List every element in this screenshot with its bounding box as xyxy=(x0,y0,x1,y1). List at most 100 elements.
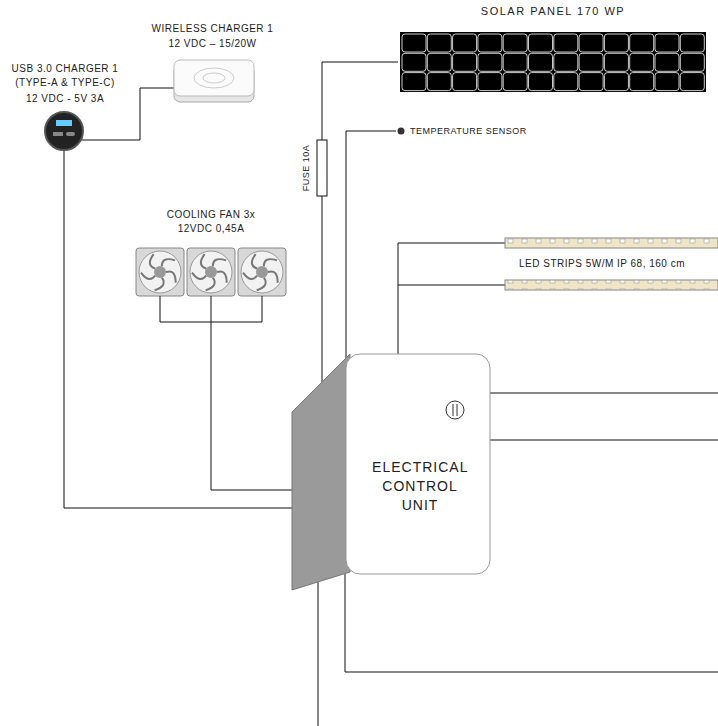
control-unit: ELECTRICAL CONTROL UNIT xyxy=(290,350,494,595)
solar-cell xyxy=(427,34,451,52)
node-label: SOLAR PANEL 170 WP xyxy=(398,4,708,18)
solar-cell xyxy=(478,53,502,71)
solar-panel-frame xyxy=(400,32,706,92)
solar-cell xyxy=(579,34,603,52)
fan-blade xyxy=(206,278,215,291)
usb-socket xyxy=(45,112,83,150)
wire-connector xyxy=(398,243,505,354)
solar-cell xyxy=(579,73,603,91)
wire-stub xyxy=(81,140,126,141)
fan-blade xyxy=(257,278,266,291)
solar-cell xyxy=(630,73,654,91)
fan-blade xyxy=(217,271,227,282)
wire-stub xyxy=(150,88,174,89)
fan-wire xyxy=(211,296,212,326)
fan-blade xyxy=(213,259,226,266)
charger-ring xyxy=(203,73,225,83)
node-label: ELECTRICAL CONTROL UNIT xyxy=(370,458,470,515)
solar-cell xyxy=(402,34,426,52)
fan-blade xyxy=(252,254,257,268)
solar-cell xyxy=(554,34,578,52)
solar-cell xyxy=(680,53,704,71)
fan-hub xyxy=(256,266,268,278)
fuse-label: FUSE 10A xyxy=(301,144,311,193)
sensor-dot xyxy=(398,128,405,135)
fan-blade xyxy=(155,278,164,291)
solar-cell xyxy=(680,34,704,52)
usb-charger: USB 3.0 CHARGER 1 (TYPE-A & TYPE-C) 12 VD… xyxy=(4,62,128,154)
output-wire xyxy=(318,582,319,726)
fuse-symbol xyxy=(317,140,327,196)
solar-cell xyxy=(503,34,527,52)
led-wire xyxy=(398,285,505,286)
solar-cell xyxy=(604,73,628,91)
fan-hub xyxy=(154,266,166,278)
temperature-sensor: TEMPERATURE SENSOR xyxy=(396,123,556,139)
solar-cell xyxy=(478,34,502,52)
fan-blade xyxy=(264,259,277,266)
solar-cell xyxy=(402,53,426,71)
output-wire xyxy=(490,440,718,441)
solar-cell xyxy=(453,73,477,91)
fan-blade xyxy=(162,259,175,266)
node-label: USB 3.0 CHARGER 1 (TYPE-A & TYPE-C) xyxy=(4,62,126,90)
solar-cell xyxy=(630,34,654,52)
fan-blade xyxy=(243,273,257,279)
solar-cell xyxy=(453,34,477,52)
node-label: LED STRIPS 5W/M IP 68, 160 cm xyxy=(519,257,715,271)
solar-cell xyxy=(503,73,527,91)
solar-cell xyxy=(529,53,553,71)
solar-cell xyxy=(453,53,477,71)
charger-pad xyxy=(174,60,254,96)
unit-side xyxy=(292,354,350,590)
fan-blade xyxy=(141,273,155,279)
fan-blade xyxy=(166,271,176,282)
fan-hub xyxy=(205,266,217,278)
solar-panel: SOLAR PANEL 170 WP xyxy=(398,2,710,94)
wireless-charger: WIRELESS CHARGER 112 VDC – 15/20W xyxy=(150,22,277,110)
charger-ring xyxy=(194,68,234,88)
solar-cell xyxy=(655,34,679,52)
solar-cell xyxy=(402,73,426,91)
wire-connector xyxy=(126,88,150,140)
solar-cell xyxy=(554,53,578,71)
solar-cell xyxy=(604,34,628,52)
fan-blade xyxy=(201,254,206,268)
unit-front xyxy=(346,354,490,574)
node-label: 12 VDC – 15/20W xyxy=(150,37,275,51)
wire-connector xyxy=(322,62,398,382)
solar-cell xyxy=(478,73,502,91)
solar-cell xyxy=(655,53,679,71)
usb-port-c xyxy=(66,132,75,136)
wire-connector xyxy=(211,326,292,490)
fan-frame xyxy=(238,248,286,296)
solar-cell xyxy=(579,53,603,71)
cooling-fan: COOLING FAN 3x 12VDC 0,45A xyxy=(130,208,292,326)
led-strip xyxy=(505,238,718,248)
fan-frame xyxy=(136,248,184,296)
usb-charger-art xyxy=(4,62,126,154)
wire-connector xyxy=(64,154,292,508)
solar-cell xyxy=(529,73,553,91)
solar-cell xyxy=(630,53,654,71)
solar-cell xyxy=(655,73,679,91)
node-label: 12 VDC - 5V 3A xyxy=(4,92,126,106)
fan-blade xyxy=(150,254,155,268)
fan-ring xyxy=(241,251,283,293)
node-label: TEMPERATURE SENSOR xyxy=(410,124,554,138)
node-label: WIRELESS CHARGER 1 xyxy=(150,22,275,36)
solar-cell xyxy=(503,53,527,71)
fan-frame xyxy=(187,248,235,296)
solar-cell xyxy=(554,73,578,91)
solar-cell xyxy=(529,34,553,52)
solar-cell xyxy=(604,53,628,71)
unit-switch xyxy=(446,401,464,419)
solar-cell xyxy=(427,53,451,71)
led-strips: LED STRIPS 5W/M IP 68, 160 cm xyxy=(505,236,718,292)
wire-connector xyxy=(346,131,396,358)
unit-switch xyxy=(453,404,454,416)
fan-ring xyxy=(190,251,232,293)
fan-ring xyxy=(139,251,181,293)
led-strip xyxy=(505,280,718,290)
